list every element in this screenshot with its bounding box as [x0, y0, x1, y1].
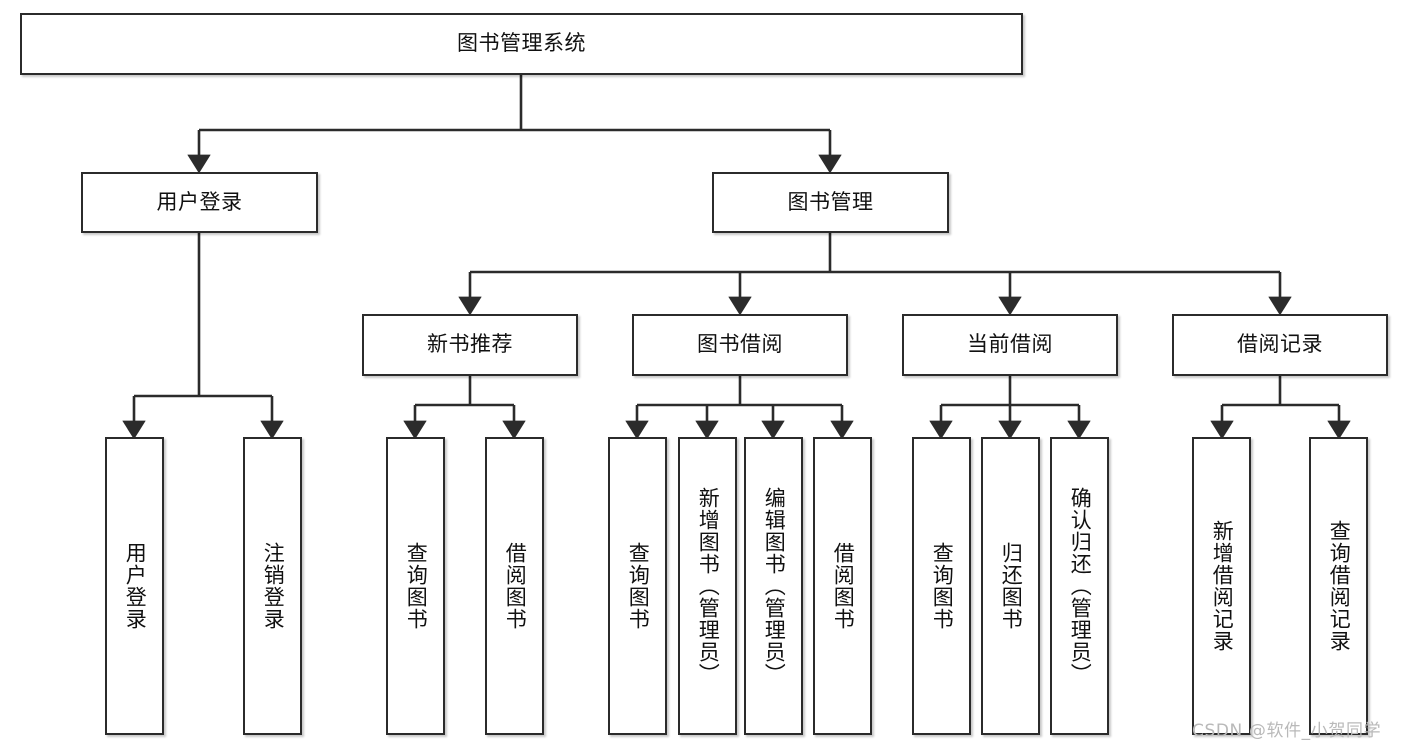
node-book-borrow-label: 图书借阅: [697, 332, 783, 357]
node-current-borrow[interactable]: 当前借阅: [902, 314, 1118, 376]
node-leaf-query-record-label: 查询借阅记录: [1327, 520, 1352, 652]
node-leaf-edit-book[interactable]: 编辑图书（管理员）: [744, 437, 803, 735]
node-borrow-record-label: 借阅记录: [1237, 332, 1323, 357]
node-new-book-recommend-label: 新书推荐: [427, 332, 513, 357]
node-book-manage[interactable]: 图书管理: [712, 172, 949, 233]
node-leaf-add-record-label: 新增借阅记录: [1210, 520, 1235, 652]
node-leaf-confirm-return[interactable]: 确认归还（管理员）: [1050, 437, 1109, 735]
node-leaf-logout-label: 注销登录: [261, 542, 286, 630]
node-leaf-query-record[interactable]: 查询借阅记录: [1309, 437, 1368, 735]
node-leaf-confirm-return-label: 确认归还（管理员）: [1068, 487, 1093, 685]
node-leaf-return-book-label: 归还图书: [999, 542, 1024, 630]
node-leaf-query-book-1-label: 查询图书: [404, 542, 429, 630]
node-user-login[interactable]: 用户登录: [81, 172, 318, 233]
node-user-login-label: 用户登录: [156, 189, 243, 214]
node-leaf-query-book-2-label: 查询图书: [626, 542, 651, 630]
node-leaf-logout[interactable]: 注销登录: [243, 437, 302, 735]
node-leaf-query-book-3-label: 查询图书: [930, 542, 955, 630]
node-leaf-borrow-book-2[interactable]: 借阅图书: [813, 437, 872, 735]
node-leaf-borrow-book-1[interactable]: 借阅图书: [485, 437, 544, 735]
node-borrow-record[interactable]: 借阅记录: [1172, 314, 1388, 376]
node-leaf-add-book[interactable]: 新增图书（管理员）: [678, 437, 737, 735]
node-root-label: 图书管理系统: [457, 31, 586, 56]
node-new-book-recommend[interactable]: 新书推荐: [362, 314, 578, 376]
node-leaf-borrow-book-1-label: 借阅图书: [503, 542, 528, 630]
node-leaf-add-book-label: 新增图书（管理员）: [696, 487, 721, 685]
node-root[interactable]: 图书管理系统: [20, 13, 1023, 75]
node-leaf-add-record[interactable]: 新增借阅记录: [1192, 437, 1251, 735]
node-leaf-query-book-3[interactable]: 查询图书: [912, 437, 971, 735]
node-leaf-query-book-1[interactable]: 查询图书: [386, 437, 445, 735]
node-leaf-user-login-label: 用户登录: [123, 542, 148, 630]
node-leaf-query-book-2[interactable]: 查询图书: [608, 437, 667, 735]
node-leaf-borrow-book-2-label: 借阅图书: [831, 542, 856, 630]
node-leaf-return-book[interactable]: 归还图书: [981, 437, 1040, 735]
node-leaf-edit-book-label: 编辑图书（管理员）: [762, 487, 787, 685]
node-leaf-user-login[interactable]: 用户登录: [105, 437, 164, 735]
node-book-manage-label: 图书管理: [787, 189, 874, 214]
node-book-borrow[interactable]: 图书借阅: [632, 314, 848, 376]
node-current-borrow-label: 当前借阅: [967, 332, 1053, 357]
